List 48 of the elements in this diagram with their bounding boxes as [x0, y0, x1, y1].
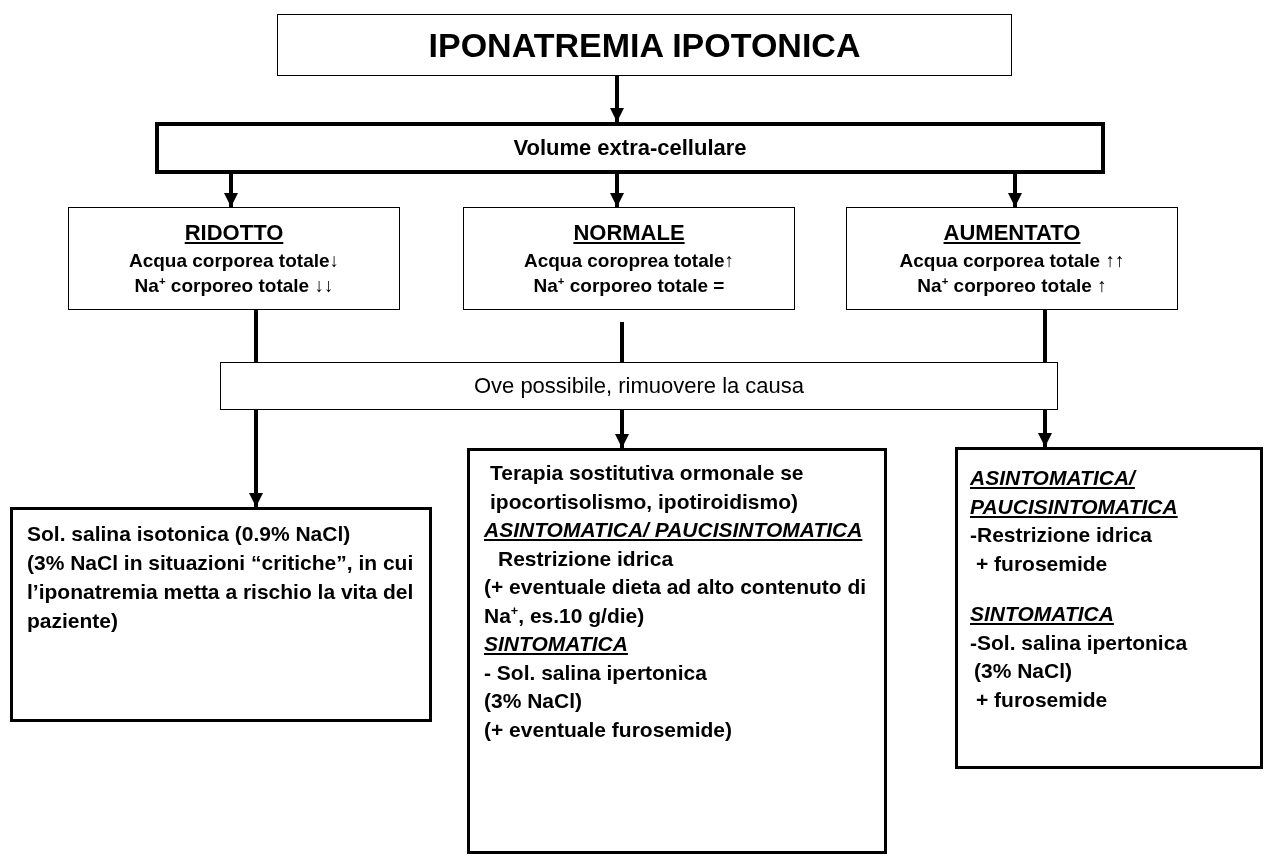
- arrow: [249, 410, 263, 507]
- box-text: Sol. salina isotonica (0.9% NaCl): [27, 521, 352, 547]
- process-box: [155, 122, 1105, 174]
- process-box: [467, 448, 887, 854]
- box-text: + furosemide: [975, 686, 1109, 713]
- process-box: [463, 207, 795, 310]
- process-box: [68, 207, 400, 310]
- connector-line: [254, 310, 258, 362]
- box-text: -Restrizione idrica: [970, 522, 1154, 549]
- arrow: [615, 410, 629, 448]
- title-box: [277, 14, 1012, 76]
- arrow: [610, 174, 624, 207]
- box-text: Acqua corporea totale↓: [128, 248, 340, 273]
- box-text: Na$^{+}$ corporeo totale ↑: [917, 274, 1107, 299]
- box-text: IPONATREMIA IPOTONICA: [428, 24, 861, 66]
- box-text: Acqua corporea totale ↑↑: [899, 248, 1125, 273]
- connector-line: [1043, 310, 1047, 362]
- process-box: [955, 447, 1263, 769]
- box-text: Ove possibile, rimuovere la causa: [473, 372, 805, 400]
- box-text: (+ eventuale furosemide): [484, 716, 733, 743]
- process-box: [10, 507, 432, 722]
- section-heading: SINTOMATICA: [484, 631, 629, 658]
- section-heading: AUMENTATO: [943, 219, 1081, 247]
- section-heading: ASINTOMATICA/ PAUCISINTOMATICA: [970, 465, 1179, 520]
- box-text: + furosemide: [975, 550, 1109, 577]
- process-box: [220, 362, 1058, 410]
- box-text: Acqua coroprea totale↑: [523, 248, 735, 273]
- box-text: (3% NaCl): [484, 688, 584, 715]
- section-heading: NORMALE: [573, 219, 685, 247]
- box-text: (+ eventuale dieta ad alto contenuto di Na$^{+}$, es.10 g/die): [484, 574, 868, 629]
- arrow: [224, 174, 238, 207]
- box-text: -Sol. salina ipertonica: [970, 629, 1189, 656]
- box-text: Terapia sostitutiva ormonale se ipocortisolismo, ipotiroidismo): [489, 460, 805, 515]
- section-heading: SINTOMATICA: [970, 601, 1115, 628]
- box-text: - Sol. salina ipertonica: [484, 659, 708, 686]
- arrow: [1038, 410, 1052, 447]
- section-heading: RIDOTTO: [184, 219, 284, 247]
- arrow: [610, 76, 624, 122]
- box-text: (3% NaCl in situazioni “critiche”, in cui l’iponatremia metta a rischio la vita del paziente): [27, 549, 415, 634]
- box-text: Na$^{+}$ corporeo totale =: [533, 274, 725, 299]
- section-heading: ASINTOMATICA/ PAUCISINTOMATICA: [484, 517, 864, 544]
- process-box: [846, 207, 1178, 310]
- box-text: Na$^{+}$ corporeo totale ↓↓: [134, 274, 334, 299]
- box-text: Restrizione idrica: [497, 545, 675, 572]
- box-text: (3% NaCl): [973, 658, 1074, 685]
- connector-line: [620, 322, 624, 362]
- box-text: Volume extra-cellulare: [513, 134, 747, 162]
- arrow: [1008, 174, 1022, 207]
